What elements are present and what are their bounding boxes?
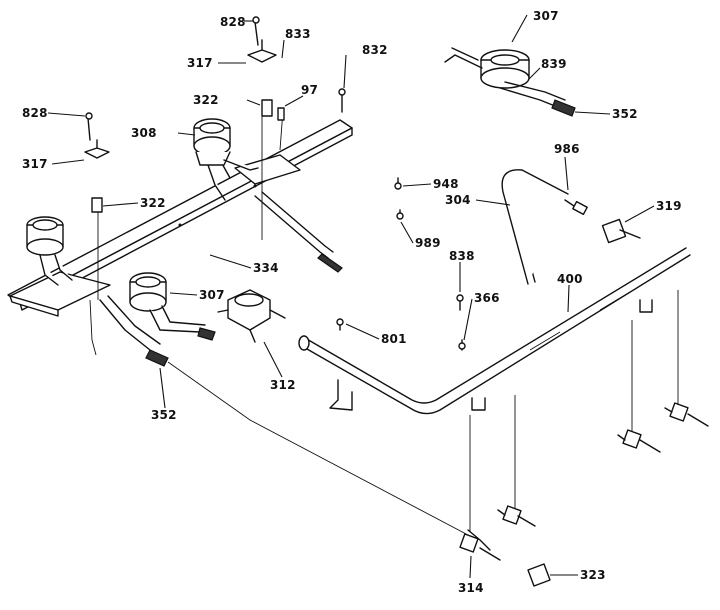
fitting-319-shape <box>601 218 641 244</box>
label-828-top: 828 <box>220 15 246 29</box>
burner-left-rear <box>26 216 73 286</box>
burner-tube-center <box>254 191 343 273</box>
gas-regulator <box>217 289 286 343</box>
label-986: 986 <box>554 142 580 156</box>
label-352-right: 352 <box>612 107 638 121</box>
label-832: 832 <box>362 43 388 57</box>
label-304: 304 <box>445 193 471 207</box>
label-312: 312 <box>270 378 296 392</box>
front-left-tube <box>99 295 169 367</box>
valves <box>459 402 709 561</box>
label-352-left: 352 <box>151 408 177 422</box>
burner-307-front <box>129 272 216 341</box>
valve-leaders <box>167 290 679 536</box>
label-317-top: 317 <box>187 56 213 70</box>
label-801: 801 <box>381 332 407 346</box>
label-833: 833 <box>285 27 311 41</box>
label-307-top: 307 <box>533 9 559 23</box>
label-322-left: 322 <box>140 196 166 210</box>
valve-right-2 <box>664 402 709 427</box>
valve-right-1 <box>617 429 661 453</box>
diagram-artwork <box>7 14 709 587</box>
label-366: 366 <box>474 291 500 305</box>
label-838: 838 <box>449 249 475 263</box>
manifold-bracket-left <box>329 379 353 411</box>
wire-left <box>89 299 97 356</box>
valve-center <box>497 505 536 527</box>
burner-308-shape <box>193 118 259 171</box>
label-317-left: 317 <box>22 157 48 171</box>
center-bracket <box>234 154 301 185</box>
label-308: 308 <box>131 126 157 140</box>
label-839: 839 <box>541 57 567 71</box>
left-bracket-plate <box>9 271 111 317</box>
part-labels: 828 317 833 832 322 97 308 828 317 322 3… <box>22 9 682 595</box>
label-334: 334 <box>253 261 279 275</box>
gas-inlet-pipe <box>501 169 588 285</box>
label-323: 323 <box>580 568 606 582</box>
label-948: 948 <box>433 177 459 191</box>
manifold-pipe <box>298 247 691 415</box>
label-322-top: 322 <box>193 93 219 107</box>
label-leaders <box>47 14 655 579</box>
burner-307-detached <box>444 47 576 117</box>
label-307-front: 307 <box>199 288 225 302</box>
manifold-bracket-mid <box>471 397 486 411</box>
label-400: 400 <box>557 272 583 286</box>
label-314: 314 <box>458 581 484 595</box>
fasteners <box>84 16 551 587</box>
manifold-bracket-right <box>639 299 653 313</box>
label-989: 989 <box>415 236 441 250</box>
label-97: 97 <box>301 83 318 97</box>
label-319: 319 <box>656 199 682 213</box>
label-828-left: 828 <box>22 106 48 120</box>
valve-314-shape <box>459 529 501 561</box>
